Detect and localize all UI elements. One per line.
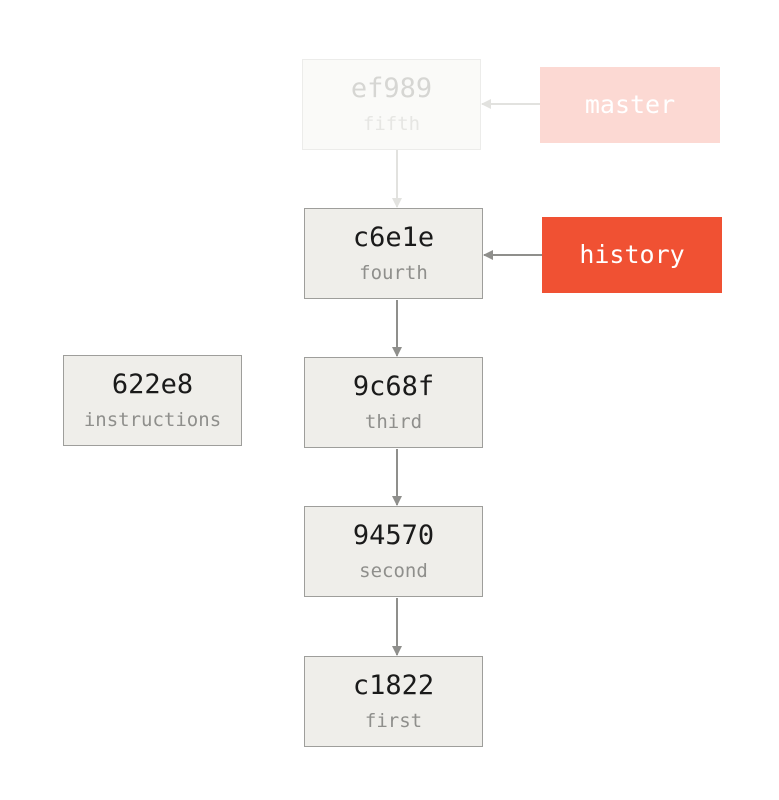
commit-message: third xyxy=(364,411,423,433)
commit-sha: 9c68f xyxy=(352,371,435,402)
commit-node-second: 94570 second xyxy=(304,506,483,597)
commit-node-instructions: 622e8 instructions xyxy=(63,355,242,446)
branch-label-master: master xyxy=(540,67,720,143)
commit-message: instructions xyxy=(83,409,222,431)
commit-node-first: c1822 first xyxy=(304,656,483,747)
commit-sha: 94570 xyxy=(352,520,435,551)
commit-node-fourth: c6e1e fourth xyxy=(304,208,483,299)
commit-message: second xyxy=(359,560,428,582)
commit-message: fifth xyxy=(362,113,421,135)
commit-node-third: 9c68f third xyxy=(304,357,483,448)
commit-sha: c6e1e xyxy=(352,222,435,253)
branch-label-history: history xyxy=(542,217,722,293)
commit-sha: c1822 xyxy=(352,670,435,701)
commit-node-fifth: ef989 fifth xyxy=(302,59,481,150)
commit-sha: 622e8 xyxy=(111,369,194,400)
commit-sha: ef989 xyxy=(350,73,433,104)
commit-message: first xyxy=(364,710,423,732)
commit-message: fourth xyxy=(359,262,428,284)
